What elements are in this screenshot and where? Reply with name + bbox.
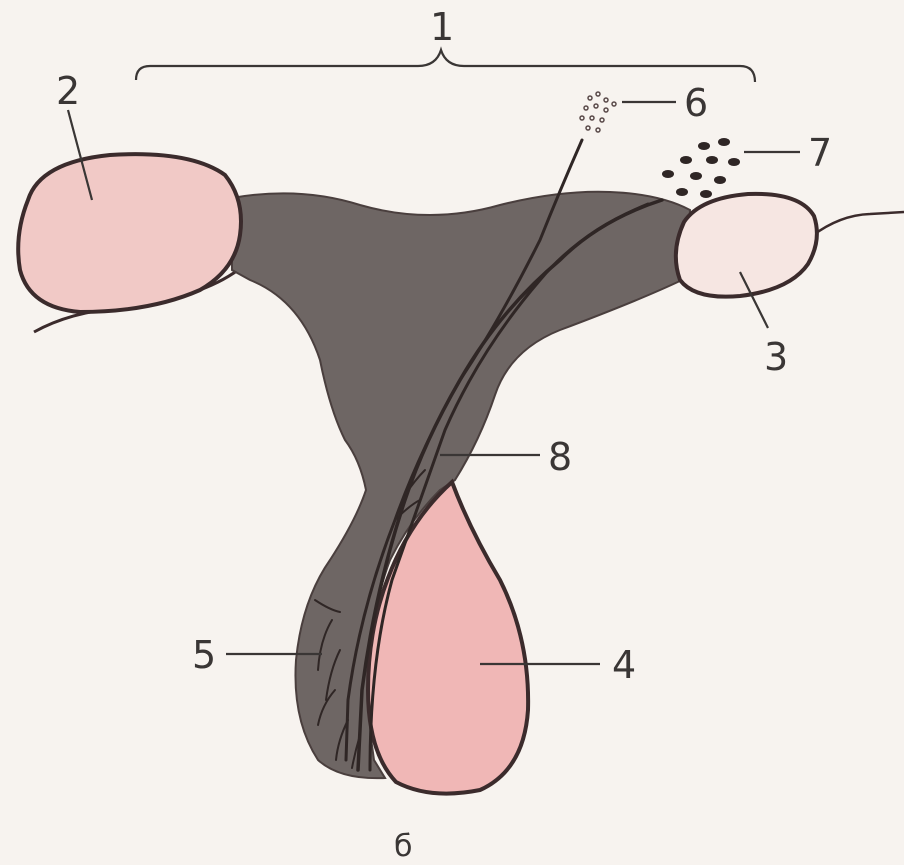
label-2: 2 bbox=[56, 69, 80, 113]
neuron-cluster-6 bbox=[580, 92, 616, 132]
neuron-cluster-7 bbox=[662, 138, 740, 198]
label-7: 7 bbox=[808, 131, 832, 175]
bracket-1 bbox=[136, 50, 755, 82]
label-1: 1 bbox=[430, 5, 454, 49]
label-4: 4 bbox=[612, 643, 636, 687]
lobe-3 bbox=[676, 194, 817, 297]
label-5: 5 bbox=[192, 633, 216, 677]
label-6: 6 bbox=[684, 81, 708, 125]
label-8: 8 bbox=[548, 435, 572, 479]
right-fiber-line bbox=[812, 212, 904, 236]
caption: б bbox=[394, 829, 413, 864]
label-3: 3 bbox=[764, 335, 788, 379]
